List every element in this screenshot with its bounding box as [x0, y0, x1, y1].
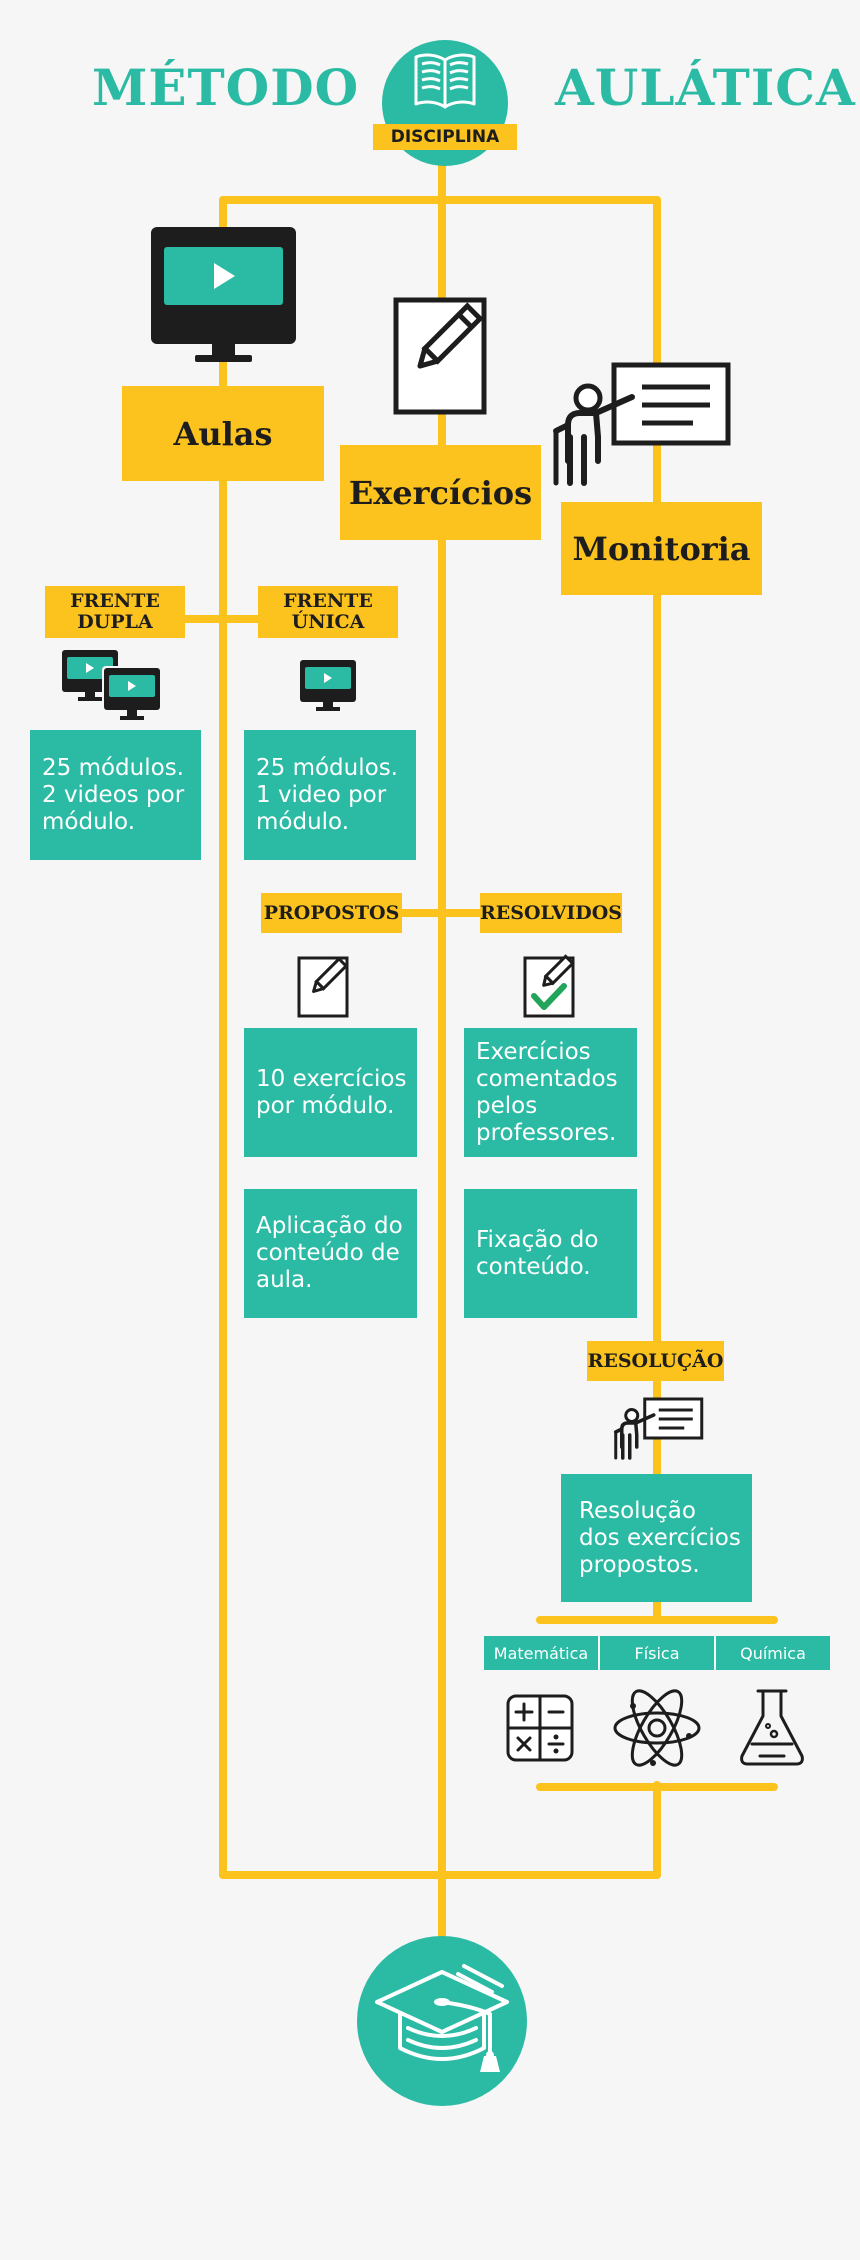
paper-pencil-small-icon	[297, 956, 349, 1018]
resolucao-text-3: propostos.	[579, 1551, 700, 1578]
frente-dupla-text-3: módulo.	[42, 808, 136, 835]
frente-dupla-text-2: 2 videos por	[42, 781, 185, 808]
graduation-cap-icon	[375, 1964, 509, 2072]
aulas-label: Aulas	[122, 386, 324, 481]
frente-unica-line1: FRENTE	[283, 590, 373, 612]
atom-icon	[613, 1689, 701, 1767]
resolucao-text-1: Resolução	[579, 1497, 696, 1524]
monitor-icon	[300, 660, 356, 711]
subject-fisica: Física	[600, 1636, 714, 1670]
resolucao-text-2: dos exercícios	[579, 1524, 741, 1551]
double-monitor-icon	[62, 650, 162, 720]
frente-dupla-badge: FRENTE DUPLA	[45, 586, 185, 638]
propostos-box-2: Aplicação do conteúdo de aula.	[244, 1189, 417, 1318]
book-icon	[414, 53, 476, 109]
resolvidos-box-1-text-3: pelos	[476, 1092, 538, 1119]
teacher-board-icon	[553, 362, 731, 486]
resolvidos-box-1-text-1: Exercícios	[476, 1038, 591, 1065]
resolvidos-box-2-text-2: conteúdo.	[476, 1253, 591, 1280]
frente-unica-text-2: 1 video por	[256, 781, 387, 808]
graduation-emblem	[357, 1936, 527, 2106]
resolvidos-box-2: Fixação do conteúdo.	[464, 1189, 637, 1318]
frente-dupla-line2: DUPLA	[77, 611, 153, 633]
teacher-board-small-icon	[614, 1397, 704, 1460]
resolvidos-box-2-text-1: Fixação do	[476, 1226, 599, 1253]
frente-dupla-text-1: 25 módulos.	[42, 754, 184, 781]
discipline-badge: DISCIPLINA	[373, 124, 517, 150]
title-right: AULÁTICA	[555, 58, 856, 117]
paper-pencil-icon	[393, 297, 487, 415]
propostos-box-2-text-2: conteúdo de	[256, 1240, 400, 1266]
resolvidos-box-1: Exercícios comentados pelos professores.	[464, 1028, 637, 1157]
frente-unica-badge: FRENTE ÚNICA	[258, 586, 398, 638]
propostos-box-1-text-1: 10 exercícios	[256, 1065, 407, 1092]
subject-quimica: Química	[716, 1636, 830, 1670]
paper-check-icon	[523, 954, 575, 1018]
exercicios-label: Exercícios	[340, 445, 541, 540]
resolvidos-box-1-text-4: professores.	[476, 1119, 617, 1146]
title-left: MÉTODO	[92, 58, 360, 117]
resolucao-badge: RESOLUÇÃO	[587, 1341, 724, 1381]
frente-dupla-line1: FRENTE	[70, 590, 160, 612]
propostos-box-2-text-3: aula.	[256, 1267, 313, 1293]
monitor-play-icon	[151, 227, 296, 362]
flask-icon	[740, 1689, 804, 1766]
propostos-badge: PROPOSTOS	[261, 893, 402, 933]
frente-dupla-info: 25 módulos. 2 videos por módulo.	[30, 730, 201, 860]
frente-unica-text-1: 25 módulos.	[256, 754, 398, 781]
frente-unica-line2: ÚNICA	[291, 611, 365, 633]
calculator-icon	[506, 1694, 574, 1762]
frente-unica-text-3: módulo.	[256, 808, 350, 835]
subject-matematica: Matemática	[484, 1636, 598, 1670]
resolvidos-box-1-text-2: comentados	[476, 1065, 618, 1092]
propostos-box-2-text-1: Aplicação do	[256, 1213, 403, 1239]
frente-unica-info: 25 módulos. 1 video por módulo.	[244, 730, 416, 860]
resolvidos-badge: RESOLVIDOS	[480, 893, 622, 933]
propostos-box-1: 10 exercícios por módulo.	[244, 1028, 417, 1157]
resolucao-info: Resolução dos exercícios propostos.	[561, 1474, 752, 1602]
monitoria-label: Monitoria	[561, 502, 762, 595]
propostos-box-1-text-2: por módulo.	[256, 1092, 395, 1119]
